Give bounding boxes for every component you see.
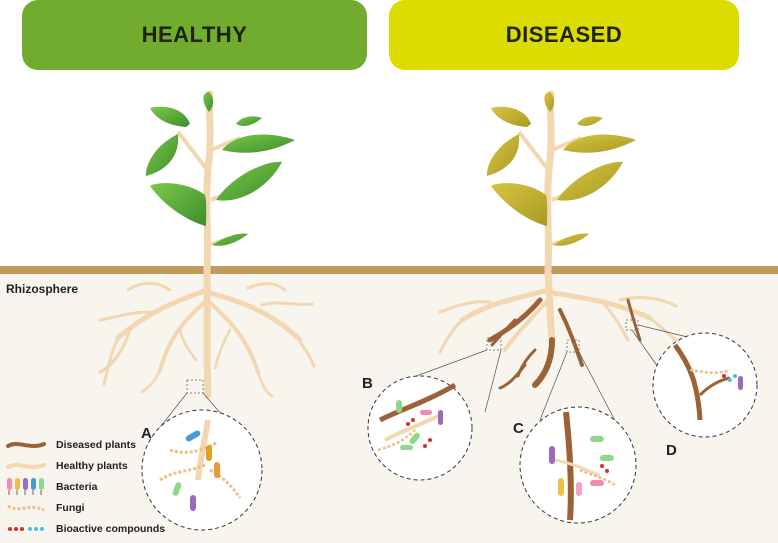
rhizosphere-label: Rhizosphere [6, 282, 79, 296]
legend-fungi-label: Fungi [56, 501, 85, 514]
zoom-box-b [486, 337, 502, 351]
zoom-circle-c [519, 406, 637, 524]
diseased-plant [399, 90, 701, 431]
legend-bioactive-compounds-label: Bioactive compounds [56, 522, 166, 535]
label-c: C [513, 420, 524, 437]
zoom-box-c [566, 339, 580, 353]
legend-bacteria: Bacteria [4, 476, 174, 497]
label-d: D [666, 442, 677, 459]
fungi-icon [7, 504, 45, 511]
legend-fungi: Fungi [4, 497, 174, 518]
zoom-circle-b [367, 375, 473, 481]
soil-surface-line [0, 266, 778, 274]
healthy-leaves [145, 92, 295, 246]
bacteria-icon [7, 477, 44, 495]
legend-bioactive-compounds: Bioactive compounds [4, 518, 174, 539]
diseased-banner-label: DISEASED [505, 22, 623, 47]
healthy-banner-label: HEALTHY [141, 22, 248, 47]
healthy-root-icon [6, 462, 46, 469]
legend-diseased-plants-label: Diseased plants [56, 438, 136, 451]
legend-bacteria-label: Bacteria [56, 480, 98, 493]
diseased-plant-healthy-roots [438, 268, 692, 354]
legend-healthy-plants: Healthy plants [4, 455, 174, 476]
healthy-plant [98, 90, 316, 441]
diseased-leaves [486, 92, 636, 246]
diseased-root-icon [6, 441, 46, 448]
healthy-roots [98, 268, 316, 399]
zoom-box-a [186, 379, 204, 394]
healthy-banner: HEALTHY [22, 0, 367, 70]
legend: Diseased plants Healthy plants Bacteria … [4, 434, 174, 539]
legend-diseased-plants: Diseased plants [4, 434, 174, 455]
diseased-plant-diseased-roots [487, 297, 642, 390]
diseased-banner: DISEASED [389, 0, 739, 70]
bioactive-compounds-icon [8, 526, 44, 531]
label-a: A [141, 425, 152, 442]
label-b: B [362, 375, 373, 392]
legend-healthy-plants-label: Healthy plants [56, 459, 128, 472]
zoom-circle-d [652, 332, 758, 438]
zoom-circle-a [141, 409, 263, 531]
